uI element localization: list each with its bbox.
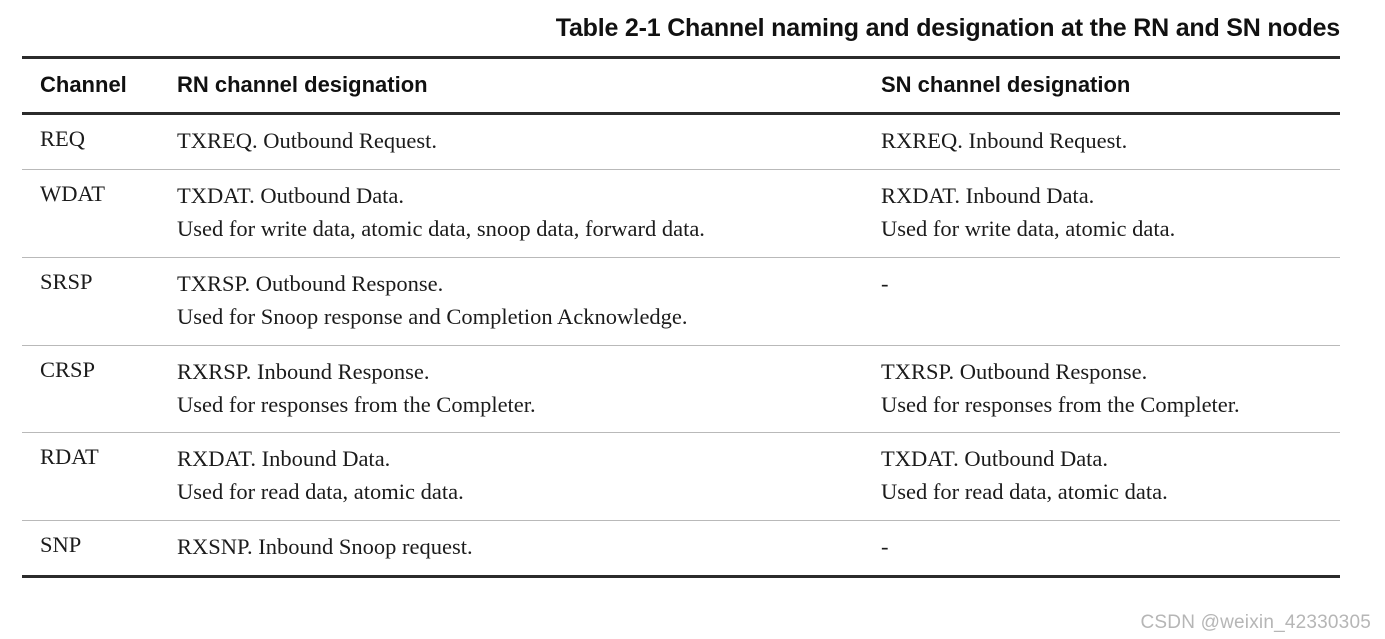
- cell-channel: SRSP: [22, 257, 177, 346]
- cell-sn-designation: TXDAT. Outbound Data. Used for read data,…: [863, 432, 1340, 522]
- rule-cell-rn: [177, 55, 863, 59]
- cell-line: TXRSP. Outbound Response.: [177, 270, 444, 296]
- cell-line: Used for read data, atomic data.: [881, 479, 1168, 505]
- cell-line: Used for responses from the Completer.: [881, 391, 1240, 417]
- cell-rn-designation: RXDAT. Inbound Data. Used for read data, …: [177, 432, 863, 522]
- cell-line: RXREQ. Inbound Request.: [881, 128, 1128, 153]
- cell-rn-designation: TXREQ. Outbound Request.: [177, 113, 863, 170]
- column-header-rn: RN channel designation: [177, 57, 863, 115]
- cell-line: Used for write data, atomic data, snoop …: [177, 215, 705, 241]
- cell-rn-designation: RXRSP. Inbound Response. Used for respons…: [177, 345, 863, 434]
- channel-designation-table: Channel RN channel designation SN channe…: [22, 55, 1340, 579]
- cell-line: Used for responses from the Completer.: [177, 391, 536, 417]
- cell-rn-designation: TXRSP. Outbound Response. Used for Snoop …: [177, 257, 863, 346]
- cell-line: TXDAT. Outbound Data.: [881, 446, 1109, 472]
- cell-line: TXREQ. Outbound Request.: [177, 128, 437, 153]
- cell-channel: RDAT: [22, 432, 177, 522]
- cell-channel: CRSP: [22, 345, 177, 434]
- cell-line: -: [881, 534, 889, 560]
- column-header-channel: Channel: [22, 57, 177, 115]
- cell-rn-designation: TXDAT. Outbound Data. Used for write data…: [177, 169, 863, 258]
- cell-line: Used for read data, atomic data.: [177, 479, 464, 505]
- cell-sn-designation: -: [863, 520, 1340, 579]
- cell-line: RXSNP. Inbound Snoop request.: [177, 534, 473, 560]
- cell-line: RXRSP. Inbound Response.: [177, 358, 430, 384]
- cell-rn-designation: RXSNP. Inbound Snoop request.: [177, 520, 863, 579]
- cell-line: RXDAT. Inbound Data.: [881, 182, 1095, 208]
- rule-cell-channel: [22, 55, 177, 59]
- table-header-row: Channel RN channel designation SN channe…: [22, 57, 1340, 115]
- cell-line: -: [881, 270, 889, 296]
- cell-channel: SNP: [22, 520, 177, 579]
- cell-line: TXRSP. Outbound Response.: [881, 358, 1148, 384]
- cell-line: Used for Snoop response and Completion A…: [177, 303, 688, 329]
- column-header-sn: SN channel designation: [863, 57, 1340, 115]
- cell-line: RXDAT. Inbound Data.: [177, 446, 391, 472]
- table-top-rule: [22, 55, 1340, 59]
- cell-line: TXDAT. Outbound Data.: [177, 182, 405, 208]
- cell-sn-designation: RXDAT. Inbound Data. Used for write data,…: [863, 169, 1340, 258]
- rule-cell-sn: [863, 55, 1340, 59]
- cell-line: Used for write data, atomic data.: [881, 215, 1176, 241]
- cell-sn-designation: -: [863, 257, 1340, 346]
- watermark: CSDN @weixin_42330305: [1140, 612, 1371, 633]
- cell-sn-designation: RXREQ. Inbound Request.: [863, 113, 1340, 170]
- table-title: Table 2-1 Channel naming and designation…: [555, 14, 1340, 42]
- cell-channel: REQ: [22, 113, 177, 170]
- cell-sn-designation: TXRSP. Outbound Response. Used for respon…: [863, 345, 1340, 434]
- cell-channel: WDAT: [22, 169, 177, 258]
